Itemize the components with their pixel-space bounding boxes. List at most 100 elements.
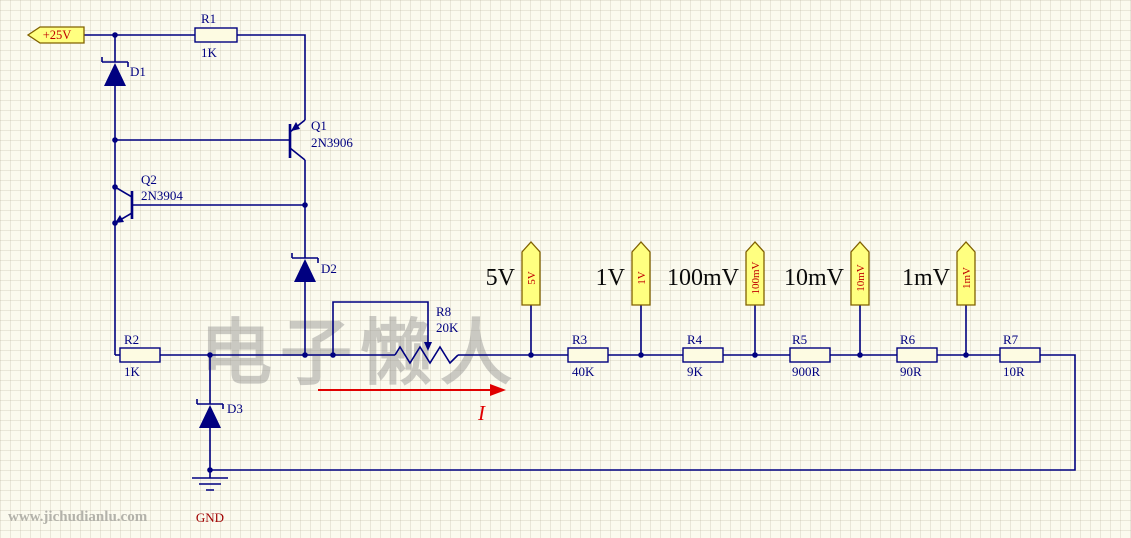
tap-flag-text: 100mV bbox=[750, 261, 762, 294]
current-arrowhead bbox=[490, 384, 506, 396]
junction-dot bbox=[112, 184, 118, 190]
resistor-ref: R1 bbox=[201, 11, 216, 26]
junction-dot bbox=[207, 352, 213, 358]
junction-dot bbox=[330, 352, 336, 358]
wire bbox=[210, 354, 1076, 471]
resistor-r2: R2 1K bbox=[119, 332, 161, 379]
junction-dot bbox=[302, 202, 308, 208]
zener-triangle bbox=[104, 63, 126, 86]
website-credit: www.jichudianlu.com bbox=[8, 509, 148, 525]
resistor-r7: R7 10R bbox=[999, 332, 1041, 379]
junction-dot bbox=[112, 220, 118, 226]
tap-flag-shape bbox=[521, 241, 541, 306]
transistor-collector bbox=[114, 186, 133, 198]
junction-dot bbox=[528, 352, 534, 358]
zener-ref: D3 bbox=[227, 401, 243, 416]
resistor-r1: R1 1K bbox=[194, 11, 238, 60]
tap-flag-shape bbox=[745, 241, 765, 306]
pot-wiper-arrow bbox=[424, 342, 432, 351]
tap-label: 1V bbox=[596, 265, 626, 291]
transistor-arrow bbox=[115, 215, 124, 223]
resistor-value: 10R bbox=[1003, 364, 1025, 379]
tap-5v: 5V 5V bbox=[486, 241, 541, 355]
zener-d1: D1 bbox=[101, 57, 146, 86]
resistor-body bbox=[567, 347, 609, 363]
zener-cathode-bar bbox=[101, 57, 129, 67]
resistor-body bbox=[194, 27, 238, 43]
resistor-body bbox=[999, 347, 1041, 363]
resistor-value: 9K bbox=[687, 364, 704, 379]
tap-flag-text: 5V bbox=[526, 271, 538, 285]
resistor-value: 900R bbox=[792, 364, 821, 379]
resistor-body bbox=[896, 347, 938, 363]
transistor-collector bbox=[289, 147, 306, 161]
resistor-value: 1K bbox=[201, 45, 218, 60]
resistor-body bbox=[119, 347, 161, 363]
resistor-ref: R5 bbox=[792, 332, 807, 347]
tap-label: 10mV bbox=[784, 265, 845, 291]
current-arrow: I bbox=[318, 384, 506, 425]
tap-100mv: 100mV 100mV bbox=[667, 241, 765, 355]
tap-flag-text: 1mV bbox=[961, 267, 973, 289]
junction-dot bbox=[112, 137, 118, 143]
power-flag-shape bbox=[26, 26, 85, 44]
transistor-arrow bbox=[291, 122, 300, 131]
pot-zigzag bbox=[394, 345, 459, 365]
resistor-ref: R6 bbox=[900, 332, 916, 347]
resistor-ref: R4 bbox=[687, 332, 703, 347]
resistor-ref: R7 bbox=[1003, 332, 1019, 347]
resistor-value: 1K bbox=[124, 364, 141, 379]
transistor-ref: Q2 bbox=[141, 172, 157, 187]
tap-10mv: 10mV 10mV bbox=[784, 241, 870, 355]
watermark-text: 电子懒人 bbox=[200, 314, 521, 394]
junction-dot bbox=[857, 352, 863, 358]
resistor-ref: R2 bbox=[124, 332, 139, 347]
zener-triangle bbox=[199, 405, 221, 428]
tap-flag-text: 10mV bbox=[855, 264, 867, 292]
resistor-r4: R4 9K bbox=[682, 332, 724, 379]
wire bbox=[237, 34, 306, 120]
current-label: I bbox=[477, 401, 486, 425]
tap-label: 5V bbox=[486, 265, 516, 291]
transistor-q2: Q2 2N3904 bbox=[114, 172, 183, 224]
tap-flag-shape bbox=[956, 241, 976, 306]
transistor-q1: Q1 2N3906 bbox=[288, 118, 353, 161]
resistor-body bbox=[682, 347, 724, 363]
power-flag-label: +25V bbox=[43, 28, 72, 42]
transistor-part: 2N3906 bbox=[311, 135, 353, 150]
zener-ref: D2 bbox=[321, 261, 337, 276]
tap-flag-text: 1V bbox=[636, 271, 648, 285]
resistor-r3: R3 40K bbox=[567, 332, 609, 379]
zener-d3: D3 bbox=[196, 399, 243, 428]
potentiometer-r8: R8 20K bbox=[332, 301, 459, 365]
transistor-ref: Q1 bbox=[311, 118, 327, 133]
tap-label: 100mV bbox=[667, 265, 740, 291]
tap-1mv: 1mV 1mV bbox=[902, 241, 976, 355]
junction-dot bbox=[752, 352, 758, 358]
tap-flag-shape bbox=[850, 241, 870, 306]
zener-cathode-bar bbox=[291, 253, 319, 263]
junction-dots bbox=[112, 32, 969, 473]
resistor-r5: R5 900R bbox=[789, 332, 831, 379]
resistor-ref: R3 bbox=[572, 332, 587, 347]
ground-label: GND bbox=[196, 510, 224, 525]
junction-dot bbox=[638, 352, 644, 358]
resistor-body bbox=[789, 347, 831, 363]
junction-dot bbox=[302, 352, 308, 358]
tap-1v: 1V 1V bbox=[596, 241, 651, 355]
zener-cathode-bar bbox=[196, 399, 224, 409]
zener-ref: D1 bbox=[130, 64, 146, 79]
pot-ref: R8 bbox=[436, 304, 451, 319]
transistor-part: 2N3904 bbox=[141, 188, 183, 203]
junction-dot bbox=[963, 352, 969, 358]
zener-triangle bbox=[294, 259, 316, 282]
power-flag: +25V bbox=[26, 26, 85, 44]
pot-value: 20K bbox=[436, 320, 459, 335]
junction-dot bbox=[112, 32, 118, 38]
pot-wiper-loop bbox=[332, 301, 429, 355]
tap-label: 1mV bbox=[902, 265, 951, 291]
zener-d2: D2 bbox=[291, 253, 337, 282]
ground-bars bbox=[192, 477, 228, 491]
